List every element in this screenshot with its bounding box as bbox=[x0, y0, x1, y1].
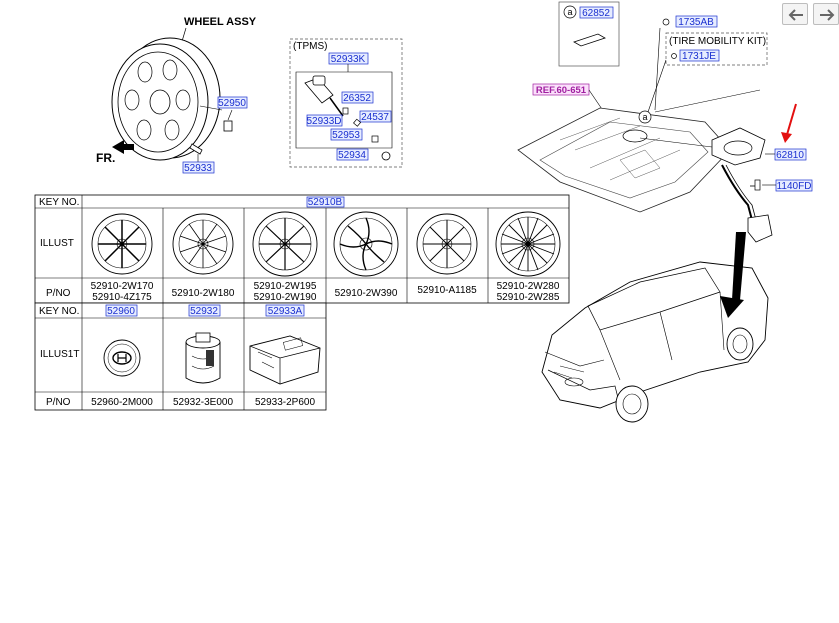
tpms-title: (TPMS) bbox=[293, 41, 327, 52]
wheel-illustration-1 bbox=[91, 213, 153, 275]
forward-button[interactable] bbox=[813, 3, 839, 25]
wheel-illustration-4 bbox=[333, 211, 399, 277]
part-52933[interactable]: 52933 bbox=[184, 163, 212, 174]
part-52910B[interactable]: 52910B bbox=[308, 197, 343, 208]
part-24537[interactable]: 24537 bbox=[361, 112, 389, 123]
part-26352[interactable]: 26352 bbox=[343, 93, 371, 104]
tire-mobility-kit-title: (TIRE MOBILITY KIT) bbox=[669, 36, 766, 47]
part-52933K[interactable]: 52933K bbox=[331, 54, 366, 65]
accessory-table: KEY NO. 52960 52932 52933A ILLUS1T P/NO bbox=[34, 302, 327, 411]
table1-pno-1b: 52910-4Z175 bbox=[92, 292, 152, 303]
floor-callout-a: a bbox=[642, 112, 647, 122]
wheel-assy-title: WHEEL ASSY bbox=[184, 16, 257, 28]
table2-pno-label: P/NO bbox=[46, 397, 71, 408]
table2-pno-1: 52960-2M000 bbox=[91, 397, 153, 408]
wheel-illustration-5 bbox=[416, 213, 478, 275]
table1-illust-label: ILLUST bbox=[40, 238, 74, 249]
part-1735AB[interactable]: 1735AB bbox=[678, 17, 714, 28]
part-52933D[interactable]: 52933D bbox=[306, 116, 341, 127]
pointer-arrow-icon bbox=[785, 103, 797, 139]
wheel-illustration-3 bbox=[252, 211, 318, 277]
table2-illust-label: ILLUS1T bbox=[40, 349, 79, 360]
part-52953[interactable]: 52953 bbox=[332, 130, 360, 141]
tire-mobility-area: a 62852 1735AB (TIRE MOBILITY KIT) 1731J… bbox=[517, 1, 813, 243]
wheel-illustration-2 bbox=[172, 213, 234, 275]
front-arrow-icon bbox=[112, 140, 134, 154]
wheel-assembly: WHEEL ASSY 52950 52933 FR. bbox=[96, 16, 257, 174]
table2-key-header: KEY NO. bbox=[39, 306, 79, 317]
part-62810[interactable]: 62810 bbox=[776, 150, 804, 161]
part-62852[interactable]: 62852 bbox=[582, 8, 610, 19]
table1-pno-3b: 52910-2W190 bbox=[254, 292, 317, 303]
part-52960[interactable]: 52960 bbox=[107, 306, 135, 317]
tpms-group: (TPMS) 52933K 26352 52933D 24537 52953 5… bbox=[289, 38, 403, 168]
table1-pno-6a: 52910-2W280 bbox=[497, 281, 560, 292]
table2-pno-2: 52932-3E000 bbox=[173, 397, 233, 408]
vehicle-illustration bbox=[541, 232, 769, 423]
arrow-left-icon bbox=[788, 9, 803, 21]
table1-key-header: KEY NO. bbox=[39, 197, 79, 208]
arrow-right-icon bbox=[820, 9, 835, 21]
table1-pno-label: P/NO bbox=[46, 288, 71, 299]
compressor-illustration bbox=[249, 335, 321, 385]
table1-pno-3a: 52910-2W195 bbox=[254, 281, 317, 292]
table1-pno-2a: 52910-2W180 bbox=[172, 288, 235, 299]
wheel-illustration-6 bbox=[495, 211, 561, 277]
part-52932[interactable]: 52932 bbox=[190, 306, 218, 317]
front-label: FR. bbox=[96, 151, 115, 165]
part-52950[interactable]: 52950 bbox=[218, 98, 246, 109]
callout-a-letter: a bbox=[567, 7, 572, 17]
table1-pno-4a: 52910-2W390 bbox=[335, 288, 398, 299]
part-1731JE[interactable]: 1731JE bbox=[682, 51, 716, 62]
hub-cap-illustration bbox=[103, 339, 141, 377]
part-52934[interactable]: 52934 bbox=[338, 150, 366, 161]
table1-pno-6b: 52910-2W285 bbox=[497, 292, 560, 303]
table2-pno-3: 52933-2P600 bbox=[255, 397, 315, 408]
part-1140FD[interactable]: 1140FD bbox=[777, 181, 812, 192]
wheel-table: KEY NO. 52910B ILLUST P/NO bbox=[34, 194, 570, 304]
sealant-bottle-illustration bbox=[185, 332, 221, 384]
part-52933A[interactable]: 52933A bbox=[268, 306, 303, 317]
table1-pno-5a: 52910-A1185 bbox=[417, 285, 477, 296]
table1-pno-1a: 52910-2W170 bbox=[91, 281, 154, 292]
back-button[interactable] bbox=[782, 3, 808, 25]
ref-60-651[interactable]: REF.60-651 bbox=[536, 85, 587, 96]
